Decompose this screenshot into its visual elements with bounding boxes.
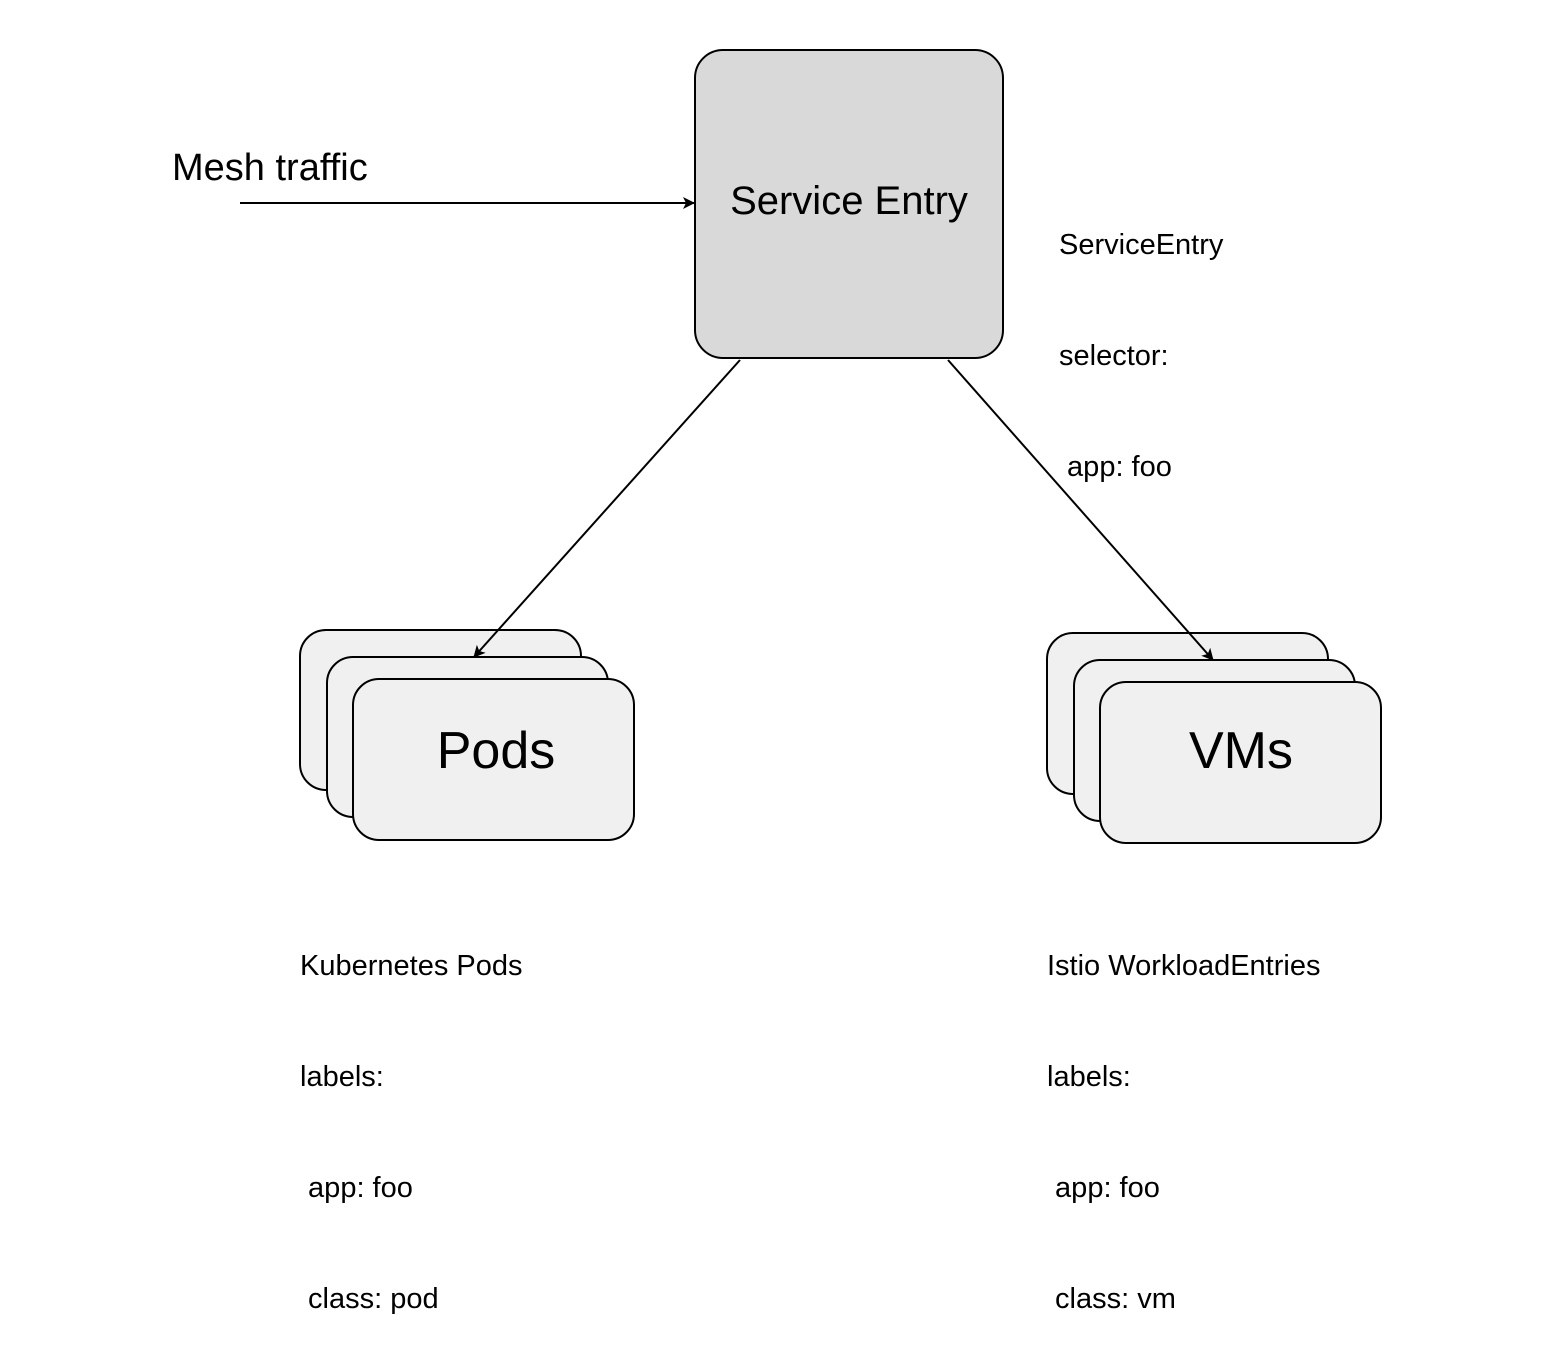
note-line: class: pod: [300, 1283, 439, 1315]
note-line: app: foo: [1047, 1172, 1160, 1204]
note-line: ServiceEntry: [1059, 229, 1224, 261]
service-entry-box: [694, 49, 1004, 359]
note-line: labels:: [1047, 1061, 1131, 1093]
note-line: labels:: [300, 1061, 384, 1093]
architecture-diagram: Service Entry Pods VMs: [240, 49, 1382, 844]
vms-node: VMs: [1046, 632, 1382, 844]
pods-card-front: [352, 678, 635, 841]
pods-label: Pods: [437, 722, 556, 780]
note-line: selector:: [1059, 340, 1169, 372]
service-entry-note: ServiceEntry selector: app: foo: [1059, 153, 1223, 523]
vms-label: VMs: [1189, 722, 1293, 780]
mesh-traffic-label: Mesh traffic: [172, 147, 368, 189]
service-entry-to-vms-arrow: [947, 359, 1214, 661]
vms-card-front: [1099, 681, 1382, 844]
pods-note: Kubernetes Pods labels: app: foo class: …: [300, 874, 522, 1355]
note-line: class: vm: [1047, 1283, 1176, 1315]
service-entry-to-pods-arrow: [473, 359, 741, 658]
note-line: app: foo: [300, 1172, 413, 1204]
service-entry-label: Service Entry: [730, 179, 968, 223]
service-entry-node: Service Entry: [694, 49, 1004, 359]
vms-note: Istio WorkloadEntries labels: app: foo c…: [1047, 874, 1320, 1355]
pods-node: Pods: [299, 629, 635, 841]
note-line: Istio WorkloadEntries: [1047, 950, 1321, 982]
note-line: app: foo: [1059, 451, 1172, 483]
note-line: Kubernetes Pods: [300, 950, 523, 982]
